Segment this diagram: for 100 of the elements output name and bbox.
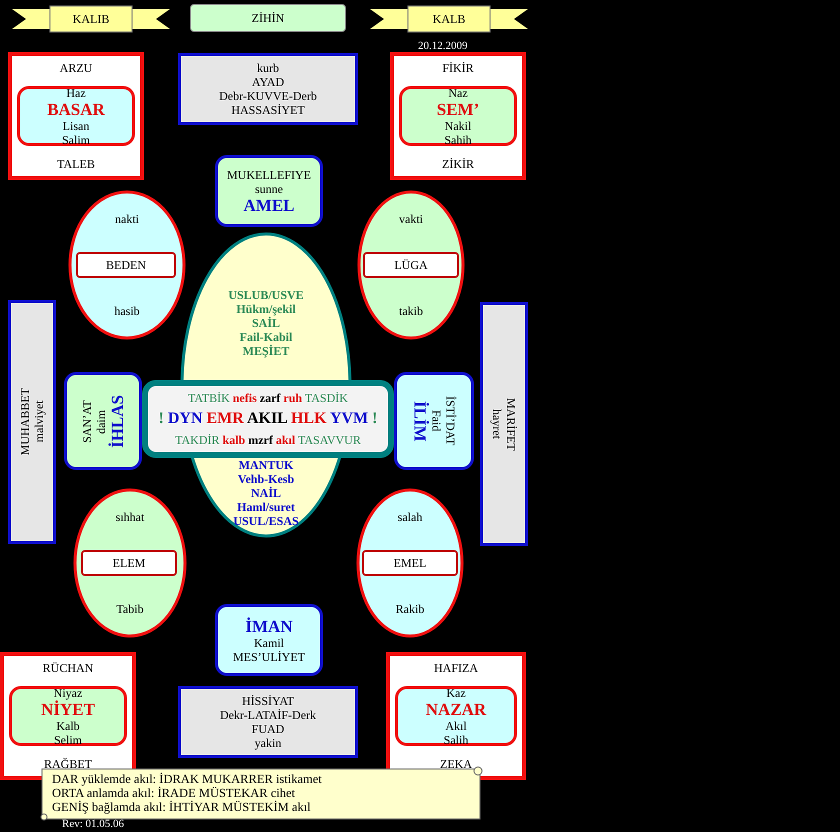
node-text: Niyaz xyxy=(54,686,82,700)
label-box xyxy=(215,155,323,227)
node-text: ELEM xyxy=(112,556,146,570)
node-text: Kalb xyxy=(56,718,80,732)
label-box xyxy=(17,86,135,146)
label-box xyxy=(399,86,517,146)
label-box xyxy=(480,302,528,546)
node-text: takib xyxy=(399,304,423,318)
node-text: MES’ULİYET xyxy=(233,650,305,664)
node-text: USLUB/USVE xyxy=(228,288,304,302)
node-text: Tabib xyxy=(116,602,144,616)
node-text: AMEL xyxy=(244,196,294,214)
node-text: ZİHİN xyxy=(252,11,284,25)
node-text: Salih xyxy=(444,732,468,746)
node-text: Kamil xyxy=(254,636,284,650)
label-box xyxy=(178,686,358,758)
node-text: hasib xyxy=(114,304,140,318)
label-box xyxy=(142,380,394,458)
node-text: KALB xyxy=(432,12,466,26)
label-box xyxy=(362,550,458,576)
node-text: TAKDİR kalb mzrf akıl TASAVVUR xyxy=(175,433,361,447)
node-text: yakin xyxy=(254,736,282,750)
node-text: İLİM xyxy=(410,400,430,442)
node-text: HASSASİYET xyxy=(231,103,305,117)
node-text: Akıl xyxy=(445,718,467,732)
node-text: İSTİ’DAT xyxy=(444,396,458,446)
node-text: İMAN xyxy=(245,616,293,636)
node-text: salah xyxy=(398,510,422,524)
node-text: Naz xyxy=(448,86,468,100)
node-text: Selim xyxy=(54,732,82,746)
node-text: HAFIZA xyxy=(434,661,478,675)
node-text: SAİL xyxy=(252,316,280,330)
node-text: Haml/suret xyxy=(237,500,295,514)
node-text: Vehb-Kesb xyxy=(238,472,294,486)
node-text: MANTUK xyxy=(238,458,294,472)
node-text: malviyet xyxy=(32,401,46,443)
label-box xyxy=(81,550,177,576)
label-box xyxy=(76,252,176,278)
node-text: HİSSİYAT xyxy=(242,694,294,708)
node-text: Fail-Kabil xyxy=(240,330,292,344)
node-text: Dekr-LATAİF-Derk xyxy=(220,708,316,722)
node-text: FİKİR xyxy=(442,61,474,75)
label-box xyxy=(215,604,323,676)
node-text: RAĞBET xyxy=(44,757,92,771)
label-box xyxy=(8,300,56,544)
node-text: ZİKİR xyxy=(442,157,474,171)
node-text: hayret xyxy=(490,409,504,439)
node-text: MARİFET xyxy=(504,398,518,450)
node-text: ARZU xyxy=(60,61,92,75)
node-text: vakti xyxy=(399,212,423,226)
node-text: nakti xyxy=(115,212,139,226)
node-text: TATBİK nefis zarf ruh TASDİK xyxy=(188,391,348,405)
node-text: LÜGA xyxy=(394,258,428,272)
label-box xyxy=(64,372,142,470)
node-text: SEM’ xyxy=(436,100,480,118)
node-text: AYAD xyxy=(252,75,284,89)
node-text: kurb xyxy=(257,61,279,75)
node-text: RÜCHAN xyxy=(42,661,94,675)
label-box xyxy=(390,52,526,180)
label-box xyxy=(386,652,526,780)
node-text: GENİŞ bağlamda akıl: İHTİYAR MÜSTEKİM akıl xyxy=(52,800,311,814)
node-text: Salim xyxy=(62,132,90,146)
node-text: Kaz xyxy=(446,686,466,700)
node-text: Rakib xyxy=(396,602,424,616)
node-text: Nakil xyxy=(444,118,472,132)
node-text: daim xyxy=(94,409,108,433)
node-text: FUAD xyxy=(252,722,284,736)
node-text: SAN’AT xyxy=(80,400,94,442)
node-text: Sahih xyxy=(444,132,472,146)
node-text: sunne xyxy=(255,182,283,196)
label-box xyxy=(394,372,474,470)
note-text: 20.12.2009 xyxy=(418,40,468,52)
node-text: MEŞİET xyxy=(242,344,290,358)
node-text: Lisan xyxy=(62,118,90,132)
node-text: NAİL xyxy=(250,486,281,500)
node-text: Hükm/şekil xyxy=(236,302,296,316)
node-text: ZEKA xyxy=(440,757,472,771)
label-box xyxy=(395,686,517,746)
node-text: MUHABBET xyxy=(18,388,32,456)
node-text: ORTA anlamda akıl: İRADE MÜSTEKAR cihet xyxy=(52,786,296,800)
label-box xyxy=(9,686,127,746)
node-text: Faid xyxy=(430,410,444,432)
node-text: NİYET xyxy=(41,700,95,718)
node-text: NAZAR xyxy=(426,700,486,718)
label-box xyxy=(190,4,346,32)
label-box xyxy=(8,52,144,180)
node-text: EMEL xyxy=(394,556,426,570)
node-text: KALIB xyxy=(72,12,110,26)
node-text: TALEB xyxy=(57,157,95,171)
node-text: USUL/ESAS xyxy=(233,514,299,528)
node-text: Debr-KUVVE-Derb xyxy=(219,89,317,103)
label-box xyxy=(178,53,358,125)
node-text: İHLAS xyxy=(108,394,126,448)
node-text: BASAR xyxy=(47,100,105,118)
node-text: DAR yüklemde akıl: İDRAK MUKARRER istikamet xyxy=(52,772,322,786)
node-text: sıhhat xyxy=(116,510,144,524)
node-text: Haz xyxy=(66,86,86,100)
label-box xyxy=(363,252,459,278)
node-text: MUKELLEFIYE xyxy=(227,168,311,182)
node-text: ! DYN EMR AKIL HLK YVM ! xyxy=(158,409,378,429)
